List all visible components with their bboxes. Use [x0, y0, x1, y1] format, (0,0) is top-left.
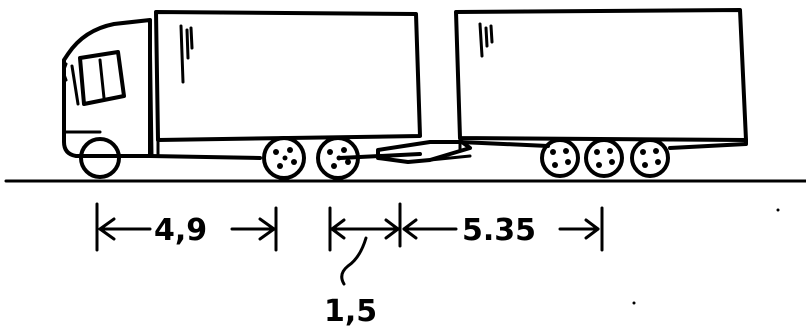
truck-rear-wheel-2	[316, 136, 360, 180]
dimension-trailer: 5.35	[402, 206, 604, 252]
truck-cab	[62, 18, 154, 158]
dimension-truck-axles: 4,9	[95, 202, 278, 252]
truck-cargo-box	[148, 10, 422, 160]
truck-rear-wheel-1	[262, 136, 306, 180]
dim-label-truck-axles: 4,9	[154, 213, 207, 248]
dim-label-trailer: 5.35	[462, 213, 536, 248]
drawbar-coupling	[376, 140, 472, 164]
trailer-wheel-2	[584, 138, 624, 178]
front-wheel	[79, 137, 121, 179]
trailer-wheel-3	[630, 138, 670, 178]
trailer-wheel-1	[540, 138, 580, 178]
dim-label-axle-gap: 1,5	[324, 294, 377, 329]
dimension-axle-gap: 1,5	[324, 202, 402, 329]
trailer-cargo-box	[454, 8, 748, 152]
cab-window	[78, 50, 126, 106]
